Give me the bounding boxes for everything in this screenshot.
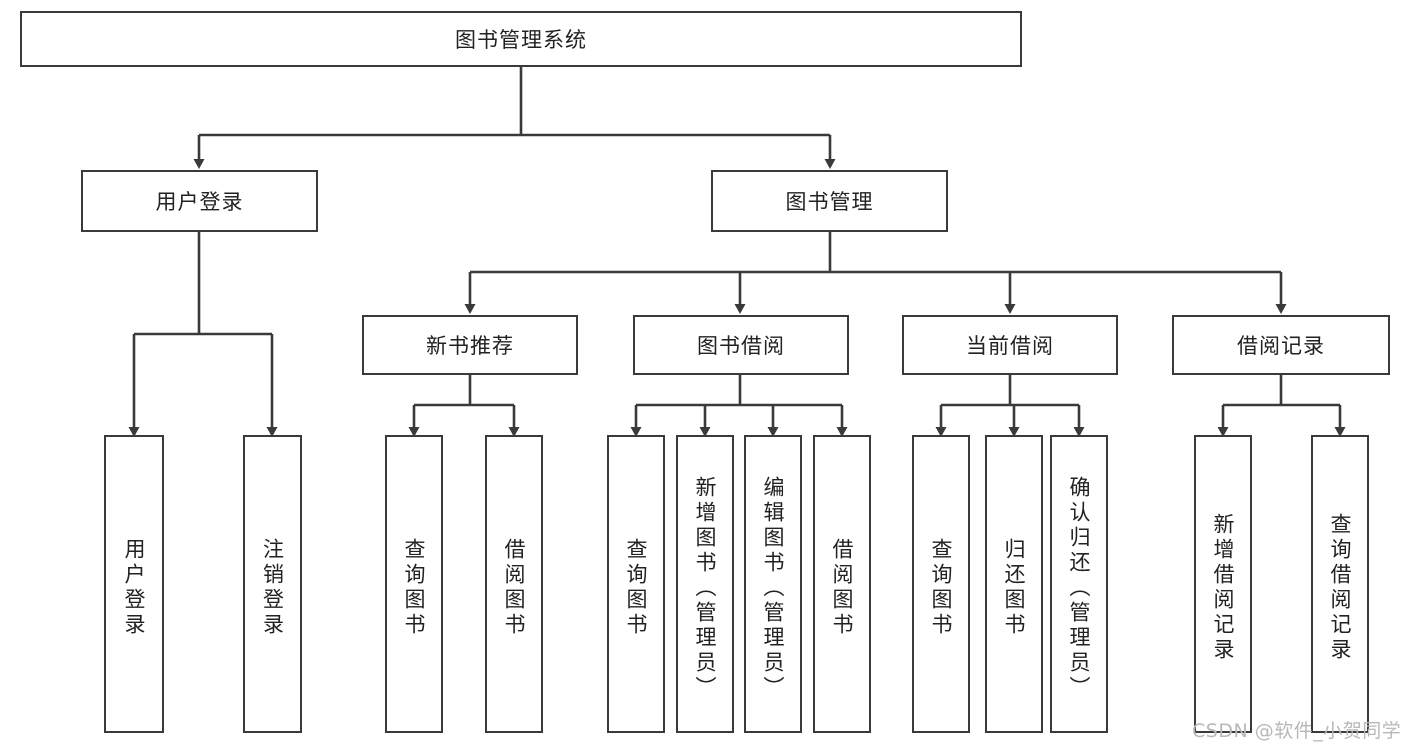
leaf-query-book-3[interactable]: 查询图书 [912,435,970,733]
leaf-logout[interactable]: 注销登录 [243,435,302,733]
watermark-text: CSDN @软件_小贺同学 [1192,720,1402,742]
leaf-return-book[interactable]: 归还图书 [985,435,1043,733]
leaf-borrow-book-1[interactable]: 借阅图书 [485,435,543,733]
leaf-query-borrow-record[interactable]: 查询借阅记录 [1311,435,1369,733]
node-book-manage[interactable]: 图书管理 [711,170,948,232]
node-root[interactable]: 图书管理系统 [20,11,1022,67]
leaf-add-borrow-record[interactable]: 新增借阅记录 [1194,435,1252,733]
leaf-borrow-book-2[interactable]: 借阅图书 [813,435,871,733]
leaf-edit-book-admin[interactable]: 编辑图书（管理员） [744,435,802,733]
leaf-user-login[interactable]: 用户登录 [104,435,164,733]
node-book-borrow[interactable]: 图书借阅 [633,315,849,375]
node-current-borrow[interactable]: 当前借阅 [902,315,1118,375]
node-user-login[interactable]: 用户登录 [81,170,318,232]
leaf-confirm-return-admin[interactable]: 确认归还（管理员） [1050,435,1108,733]
leaf-query-book-2[interactable]: 查询图书 [607,435,665,733]
node-borrow-record[interactable]: 借阅记录 [1172,315,1390,375]
node-new-book-recommend[interactable]: 新书推荐 [362,315,578,375]
leaf-add-book-admin[interactable]: 新增图书（管理员） [676,435,734,733]
leaf-query-book-1[interactable]: 查询图书 [385,435,443,733]
